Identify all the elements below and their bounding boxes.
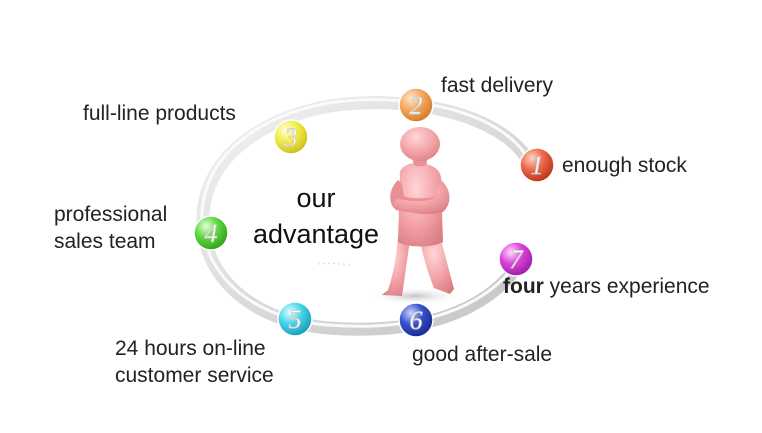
ball-5-icon: 5: [277, 301, 313, 337]
center-title-line1: our: [296, 183, 336, 213]
center-title: our advantage: [236, 180, 396, 252]
ball-4-number: 4: [205, 219, 218, 248]
ball-7-number: 7: [510, 245, 524, 274]
center-title-line2: advantage: [252, 219, 380, 249]
motion-lines: [317, 262, 353, 267]
label-enough-stock: enough stock: [562, 154, 687, 177]
ball-4-icon: 4: [193, 215, 229, 251]
label-years-experience: years experience: [549, 275, 710, 298]
person-figure-icon: [382, 127, 454, 296]
label-four: four: [503, 275, 544, 298]
label-professional: professional: [54, 203, 168, 226]
ball-6-icon: 6: [398, 302, 434, 338]
ball-2-number: 2: [410, 91, 423, 120]
label-customer-service: customer service: [115, 364, 274, 387]
label-professional-sales-team: professional sales team: [54, 201, 167, 255]
label-full-line-products: full-line products: [83, 102, 236, 125]
ball-1-icon: 1: [519, 147, 555, 183]
label-good-after-sale: good after-sale: [412, 343, 553, 366]
label-fast-delivery: fast delivery: [441, 74, 554, 97]
ball-1-number: 1: [531, 151, 544, 180]
label-four-years-experience: four years experience: [503, 273, 710, 300]
ball-7-icon: 7: [498, 241, 534, 277]
ball-2-icon: 2: [398, 87, 434, 123]
ball-3-icon: 3: [273, 119, 309, 155]
ball-5-number: 5: [289, 305, 302, 334]
ball-3-number: 3: [284, 123, 298, 152]
label-24-hours-service: 24 hours on-line customer service: [115, 335, 274, 389]
label-24-hours-online: 24 hours on-line: [115, 337, 266, 360]
ball-6-number: 6: [410, 306, 423, 335]
label-sales-team: sales team: [54, 230, 156, 253]
